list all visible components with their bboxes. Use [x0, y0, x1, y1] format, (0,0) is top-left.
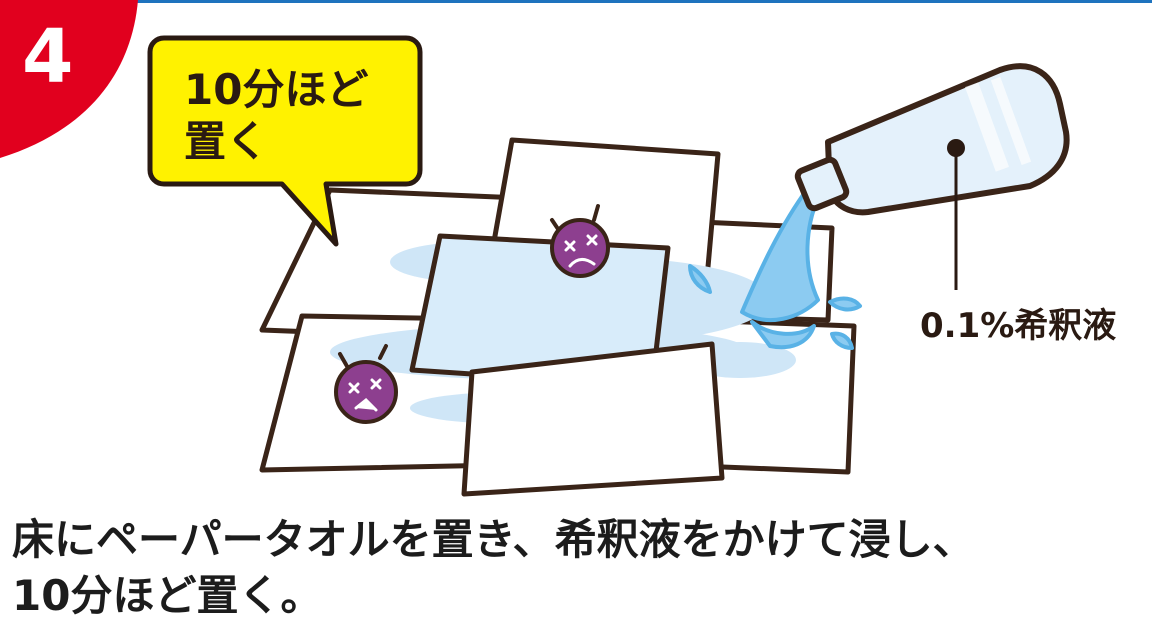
top-rule	[0, 0, 1152, 3]
step-number: 4	[22, 14, 74, 100]
water-bottle-icon	[794, 63, 1070, 216]
dilution-label: 0.1%希釈液	[920, 306, 1117, 346]
caption-line2: 10分ほど置く。	[12, 571, 323, 620]
speech-bubble-text: 10分ほど 置く	[184, 64, 368, 168]
virus-character-icon	[550, 204, 610, 278]
speech-bubble-line2: 置く	[184, 117, 269, 166]
step-badge	[0, 0, 138, 158]
speech-bubble	[147, 35, 423, 247]
instruction-caption: 床にペーパータオルを置き、希釈液をかけて浸し、 10分ほど置く。	[12, 512, 975, 624]
caption-line1: 床にペーパータオルを置き、希釈液をかけて浸し、	[12, 515, 975, 564]
speech-bubble-line1: 10分ほど	[184, 65, 369, 114]
water-splash-icon	[688, 186, 862, 350]
